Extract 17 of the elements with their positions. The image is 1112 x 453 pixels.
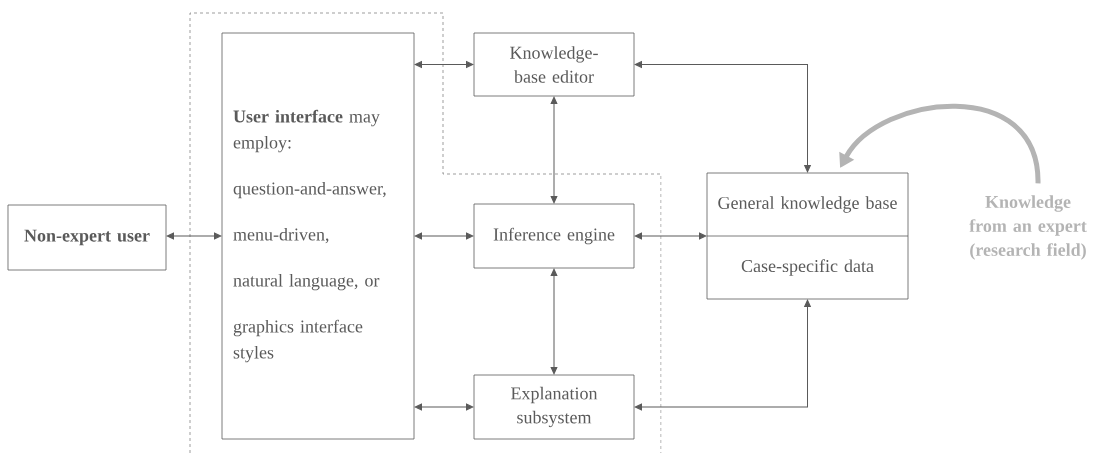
- process-box: Explanation subsystem: [473, 374, 635, 440]
- arrow: [414, 232, 474, 240]
- arrow: [414, 403, 474, 411]
- source-label: Knowledge from an expert (research field): [969, 195, 1087, 260]
- arrow: [634, 232, 707, 240]
- arrow: [550, 268, 558, 375]
- arrow: [550, 96, 558, 204]
- process-box: Non-expert user: [7, 204, 167, 271]
- arrow: [839, 103, 1041, 184]
- process-box: Knowledge-base editor: [473, 32, 635, 97]
- process-box: Inference engine: [473, 203, 635, 269]
- arrow: [634, 61, 811, 173]
- interface-box: User interface may employ: question-and-answer, menu-driven, natural language, or graphics interface styles: [221, 32, 415, 440]
- knowledge-base-box: General knowledge base Case-specific data: [706, 172, 909, 300]
- arrow: [166, 232, 222, 240]
- arrow: [414, 61, 474, 68]
- arrow: [634, 299, 811, 411]
